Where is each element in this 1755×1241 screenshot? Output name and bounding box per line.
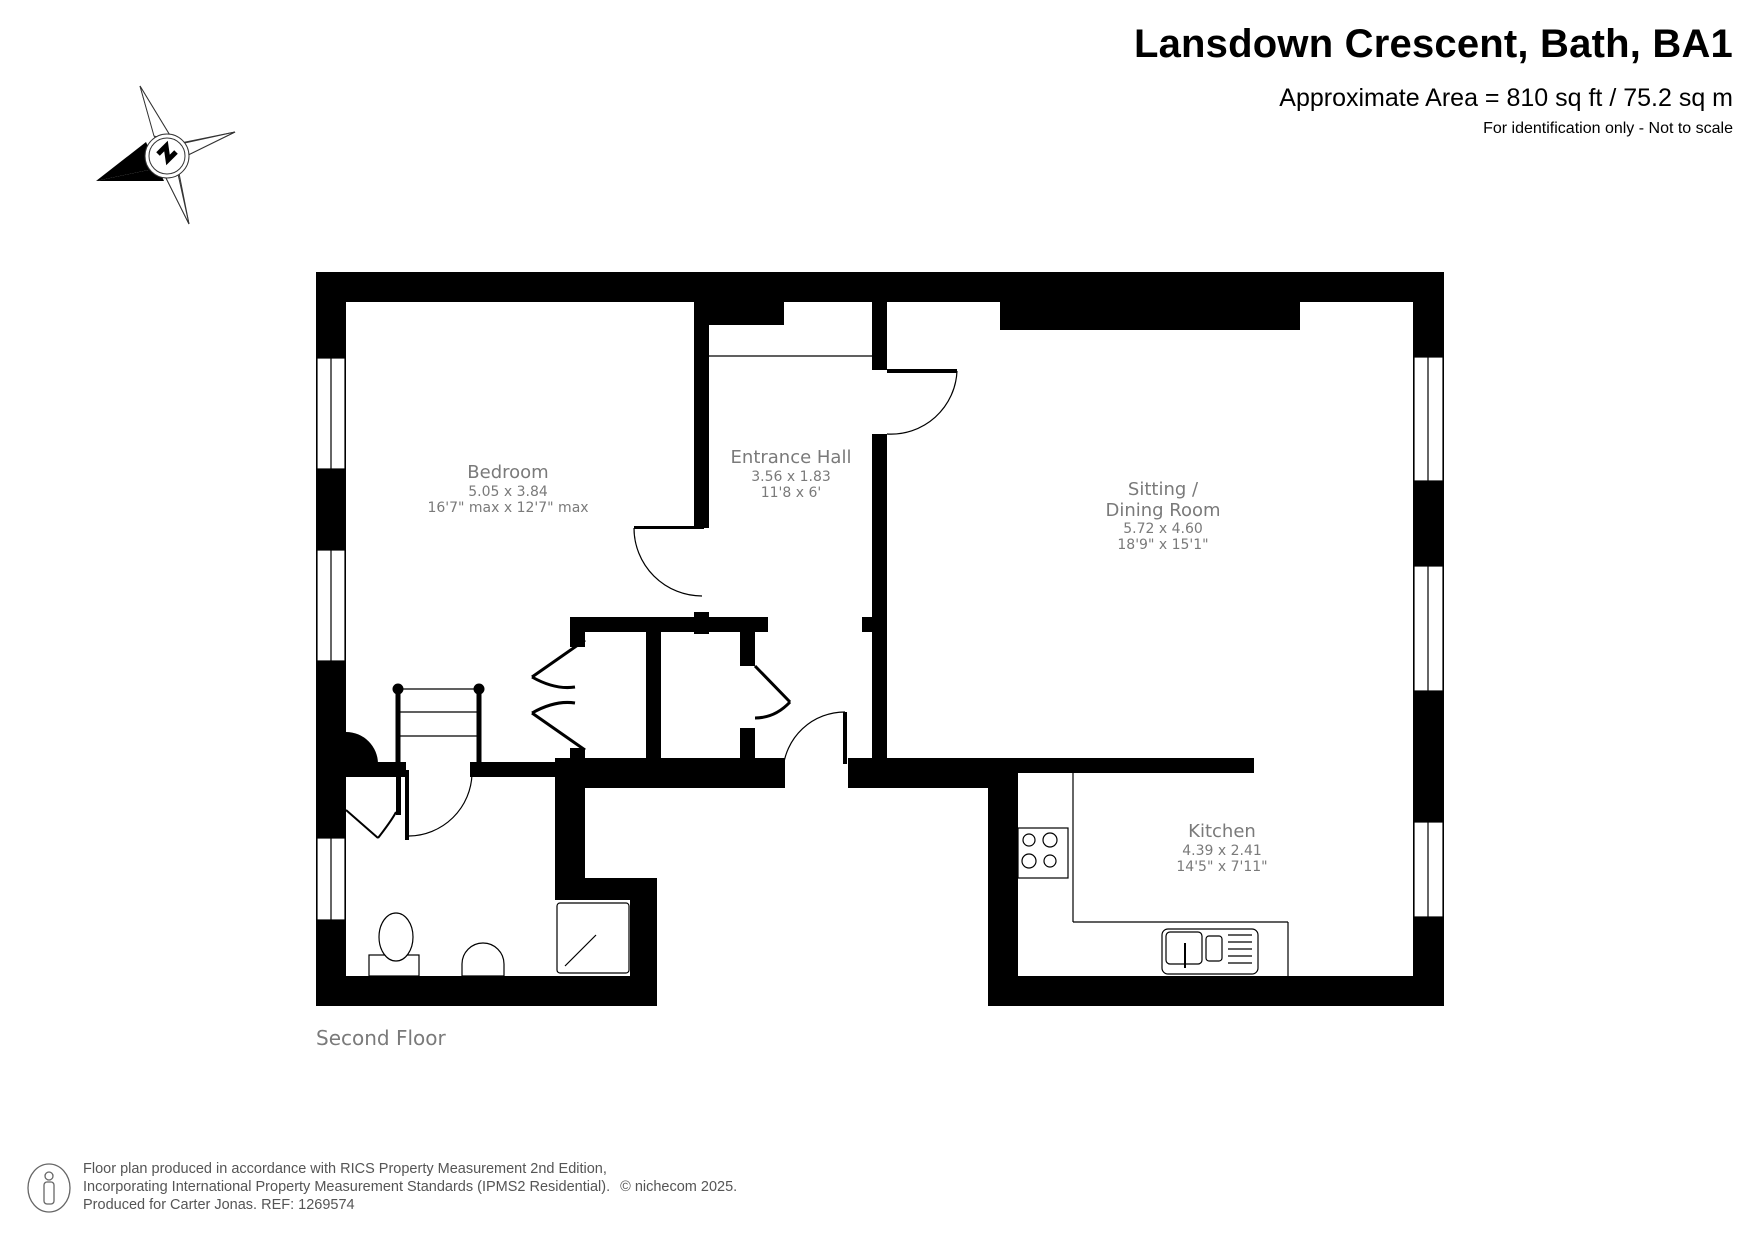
hob [1017, 827, 1069, 879]
copyright: © nichecom 2025. [620, 1179, 738, 1195]
room-metric: 4.39 x 2.41 [1182, 842, 1262, 859]
room-imperial: 18'9" x 15'1" [1117, 537, 1209, 554]
walls [316, 272, 1444, 1006]
room-metric: 3.56 x 1.83 [751, 468, 831, 485]
room-label-bedroom: Bedroom 5.05 x 3.84 16'7" max x 12'7" ma… [427, 462, 589, 516]
footer-line-2: Incorporating International Property Mea… [83, 1178, 737, 1196]
room-metric: 5.05 x 3.84 [468, 483, 548, 500]
room-name: Bedroom [467, 462, 549, 483]
approximate-area: Approximate Area = 810 sq ft / 75.2 sq m [1279, 84, 1733, 112]
room-imperial: 14'5" x 7'11" [1176, 858, 1268, 875]
room-label-entrance-hall: Entrance Hall 3.56 x 1.83 11'8 x 6' [730, 447, 852, 501]
room-label-sitting-dining: Sitting / Dining Room 5.72 x 4.60 18'9" … [1105, 479, 1221, 554]
room-name: Kitchen [1188, 821, 1256, 842]
room-metric: 5.72 x 4.60 [1123, 521, 1203, 538]
room-name-line1: Sitting / [1127, 479, 1199, 500]
disclaimer: For identification only - Not to scale [1483, 120, 1733, 137]
kitchen-fixtures [1017, 773, 1289, 976]
footer-line-3: Produced for Carter Jonas. REF: 1269574 [83, 1197, 355, 1213]
footer-line-1: Floor plan produced in accordance with R… [83, 1161, 607, 1177]
room-name: Entrance Hall [730, 447, 852, 468]
room-label-kitchen: Kitchen 4.39 x 2.41 14'5" x 7'11" [1176, 821, 1268, 875]
wash-basin [461, 942, 505, 977]
doors [345, 355, 958, 840]
staircase [392, 683, 485, 762]
page-title: Lansdown Crescent, Bath, BA1 [1133, 22, 1733, 66]
footer-line-2-text: Incorporating International Property Mea… [83, 1179, 611, 1195]
toilet-bowl [378, 912, 414, 962]
footer: Floor plan produced in accordance with R… [83, 1160, 737, 1214]
windows [316, 356, 1444, 921]
bathroom-fixtures [368, 902, 630, 977]
north-compass-icon [96, 85, 236, 225]
room-name-line2: Dining Room [1105, 499, 1221, 521]
person-info-icon [27, 1163, 71, 1213]
floor-label: Second Floor [316, 1026, 446, 1050]
room-imperial: 11'8 x 6' [760, 484, 822, 501]
room-imperial: 16'7" max x 12'7" max [427, 499, 589, 516]
